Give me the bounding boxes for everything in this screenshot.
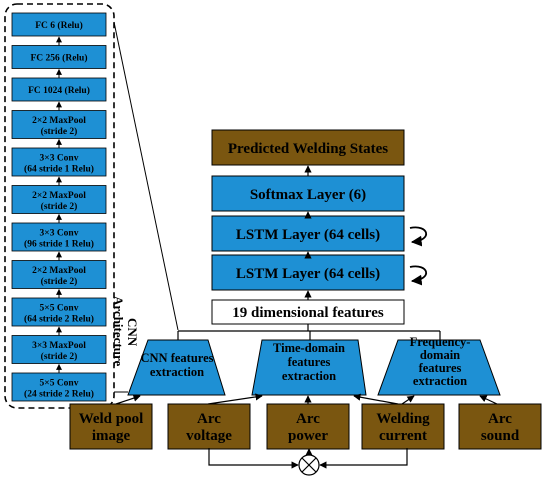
lstm-layer-top-box: [211, 215, 405, 252]
cnn-layer-label: 2×2 MaxPool(stride 2): [32, 116, 86, 137]
arrow-image-to-cnn: [115, 394, 141, 405]
lstm-layer-top-label: LSTM Layer (64 cells): [236, 227, 380, 243]
features-label: 19 dimensional features: [232, 305, 384, 321]
current-to-multiply-line: [319, 448, 408, 469]
input-box: [266, 403, 350, 450]
cnn-layer-box: [11, 372, 107, 402]
input-box: [167, 403, 251, 450]
features-box: [211, 299, 405, 325]
cnn-extractor-shape: [127, 339, 226, 396]
arrow-current-to-time: [353, 393, 399, 405]
input-box: [458, 403, 542, 450]
cnn-layer-label: 5×5 Conv(64 stride 2 Relu): [24, 304, 94, 325]
cnn-layer-label: 2×2 MaxPool(stride 2): [32, 266, 86, 287]
arrow-voltage-to-time: [207, 393, 263, 405]
arrow-current-to-freq: [401, 395, 415, 405]
multiply-node-cross-b: [301, 457, 317, 473]
lstm-layer-bottom-label: LSTM Layer (64 cells): [236, 266, 380, 282]
cnn-layer-label: 3×3 Conv(96 stride 1 Relu): [24, 229, 94, 250]
cnn-layer-label: 3×3 Conv(64 stride 1 Relu): [24, 154, 94, 175]
lstm-layer-bottom-box: [211, 254, 405, 291]
cnn-layer-label: FC 256 (Relu): [31, 53, 88, 64]
cnn-layer-box: [11, 335, 107, 364]
cnn-layer-box: [11, 185, 107, 214]
predicted-states-label: Predicted Welding States: [228, 141, 388, 157]
cnn-layer-box: [11, 12, 107, 37]
lstm-top-recurrent-arrow: [409, 226, 427, 247]
cnn-layer-box: [11, 260, 107, 289]
cnn-layer-label: FC 1024 (Relu): [28, 85, 90, 96]
voltage-to-multiply-line: [208, 448, 299, 469]
cnn-layer-box: [11, 110, 107, 139]
lstm-bottom-recurrent-arrow: [409, 265, 427, 286]
softmax-layer-label: Softmax Layer (6): [250, 187, 366, 203]
arrow-sound-to-freq: [479, 395, 498, 405]
input-box: [69, 403, 153, 450]
cnn-layer-stack: FC 6 (Relu) FC 256 (Relu) FC 1024 (Relu) 2×…: [11, 12, 107, 402]
cnn-layer-label: 3×3 MaxPool(stride 2): [32, 341, 86, 362]
cnn-layer-label: 5×5 Conv(24 stride 2 Relu): [24, 379, 94, 400]
time-domain-extractor-shape: [251, 339, 367, 396]
input-box: [361, 403, 445, 450]
cnn-zoom-line-top: [113, 21, 179, 331]
predicted-states-box: [211, 129, 405, 166]
cnn-architecture-label: CNNArchitecture: [111, 296, 140, 366]
cnn-layer-box: [11, 222, 107, 252]
softmax-layer-box: [211, 175, 405, 212]
cnn-layer-label: 2×2 MaxPool(stride 2): [32, 191, 86, 212]
cnn-layer-label: FC 6 (Relu): [35, 20, 83, 31]
frequency-domain-extractor-shape: [377, 339, 501, 396]
cnn-architecture-frame: [4, 3, 115, 409]
